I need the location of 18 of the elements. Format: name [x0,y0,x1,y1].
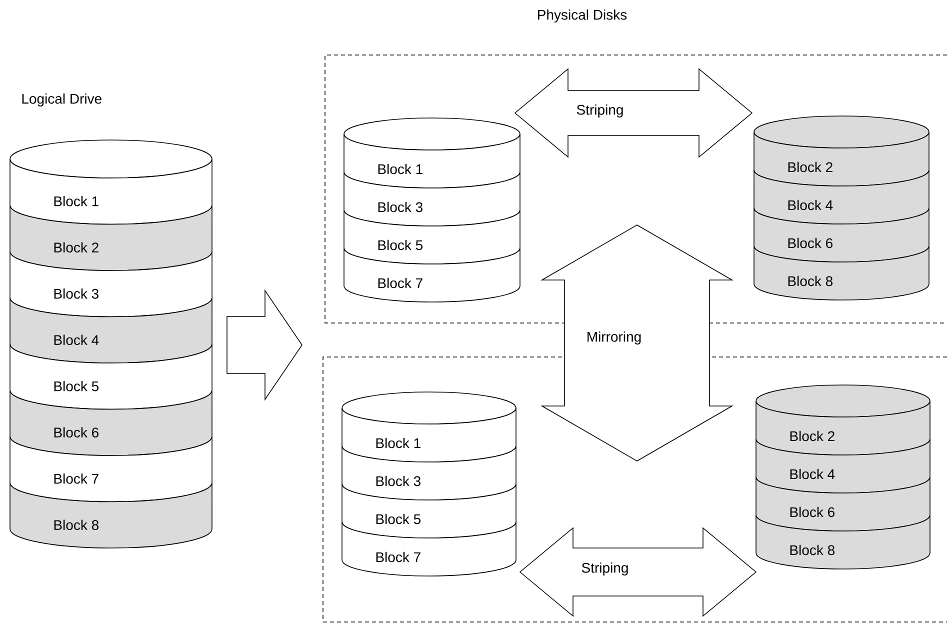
edge-label: Striping [580,561,630,577]
cylinder [754,116,930,300]
cylinder [10,93,212,548]
cylinder [756,384,930,570]
double-block-arrow [540,224,734,462]
cylinder [344,118,520,302]
edge-label: Striping [575,103,625,119]
dashed-group-frame [322,356,948,622]
block-band: Block 1 [10,158,212,225]
block-band: Block 5 [10,344,212,410]
cylinder-heading: Logical Drive [22,93,102,107]
block-band: Block 7 [10,436,212,502]
block-band: Block 3 [10,251,212,318]
edge-label: Mirroring [585,330,643,346]
cylinder [342,392,516,576]
block-arrow [226,289,302,401]
diagram-title: Physical Disks [538,9,627,23]
dashed-group-frame [324,54,948,324]
